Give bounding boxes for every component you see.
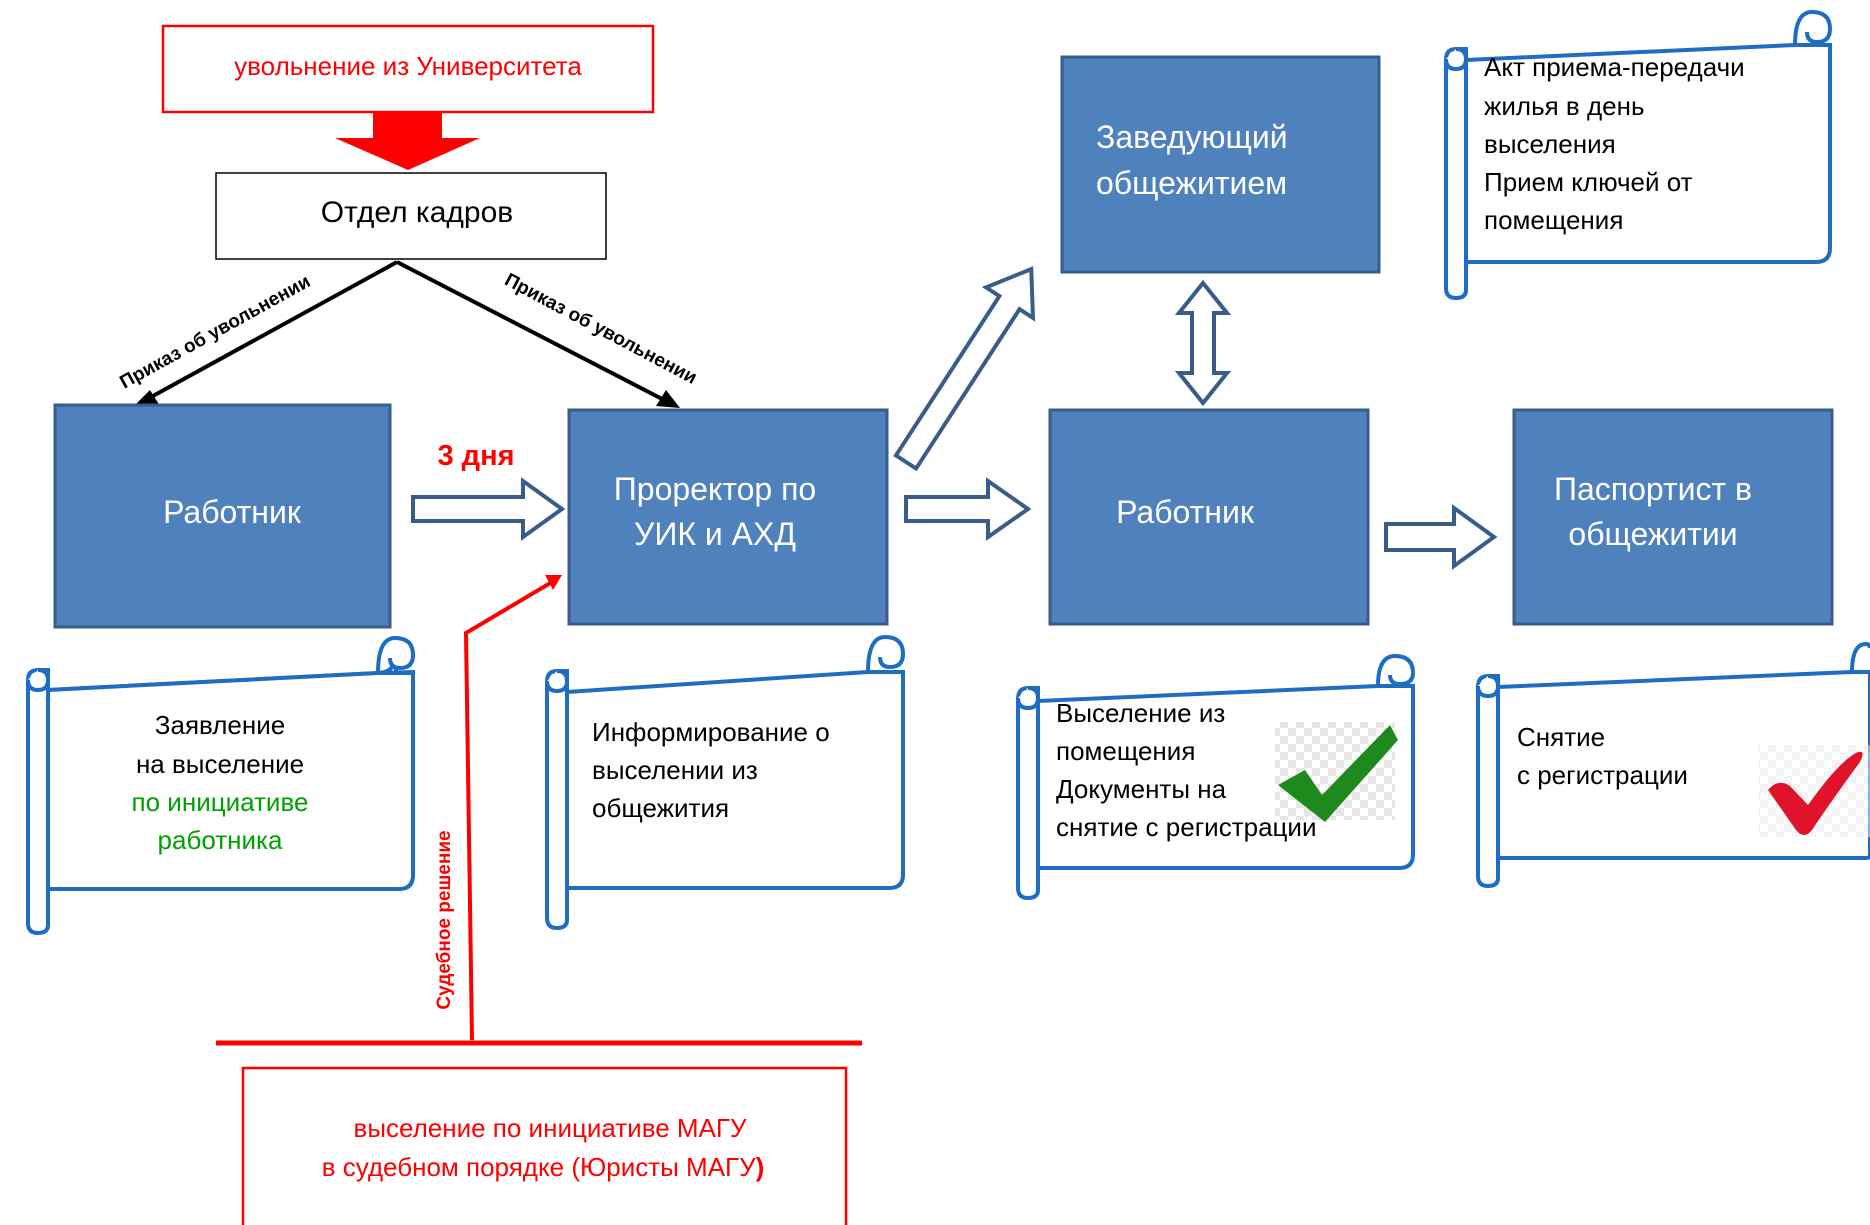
eviction-line4: снятие с регистрации <box>1056 812 1316 842</box>
court-decision-label: Судебное решение <box>434 830 455 1009</box>
prorector-line2: УИК и АХД <box>634 516 796 552</box>
checkmark-green-icon <box>1275 722 1398 822</box>
passport-line1: Паспортист в <box>1554 471 1752 507</box>
deregistration-line2: с регистрации <box>1517 760 1688 790</box>
scroll-informing <box>545 634 906 931</box>
court-line2: в судебном порядке (Юристы МАГУ <box>322 1152 756 1182</box>
act-line4: Прием ключей от <box>1484 167 1693 197</box>
eviction-line2: помещения <box>1056 736 1195 766</box>
dorm-head-line1: Заведующий <box>1096 119 1288 155</box>
act-line1: Акт приема-передачи <box>1484 52 1745 82</box>
court-line1: выселение по инициативе МАГУ <box>354 1113 747 1143</box>
prorector-box: Проректор по УИК и АХД <box>567 408 889 626</box>
double-arrow-icon <box>1174 279 1232 407</box>
eviction-line3: Документы на <box>1056 774 1227 804</box>
application-line4: работника <box>158 825 283 855</box>
dismissal-label: увольнение из Университета <box>234 51 582 81</box>
order-left-label: Приказ об увольнении <box>117 271 315 393</box>
employee-left-label: Работник <box>163 494 302 530</box>
checkmark-red-icon <box>1758 745 1870 837</box>
passport-box: Паспортист в общежитии <box>1512 408 1834 626</box>
act-line3: выселения <box>1484 129 1616 159</box>
court-arrowhead-icon <box>545 575 562 590</box>
three-days-label: 3 дня <box>437 440 514 472</box>
arrow-prorector-to-employee-icon <box>904 477 1032 541</box>
act-line2: жилья в день <box>1484 91 1645 121</box>
arrow-employee-to-prorector-icon <box>411 477 566 541</box>
dorm-head-box: Заведующий общежитием <box>1060 55 1381 274</box>
svg-text:в судебном порядке (Юристы МАГ: в судебном порядке (Юристы МАГУ) <box>322 1152 765 1182</box>
scroll-act <box>1444 9 1833 301</box>
application-line2: на выселение <box>136 749 304 779</box>
red-down-arrow-icon <box>335 112 480 170</box>
application-line1: Заявление <box>155 710 285 740</box>
informing-line1: Информирование о <box>592 717 830 747</box>
scroll-application <box>26 635 416 936</box>
employee-left-box: Работник <box>53 403 392 629</box>
dismissal-box: увольнение из Университета <box>161 24 655 114</box>
arrow-employee-to-passport-icon <box>1384 504 1498 570</box>
court-decision-line <box>463 580 554 1041</box>
employee-right-box: Работник <box>1048 408 1370 626</box>
hr-label: Отдел кадров <box>321 196 513 229</box>
arrowhead-right-icon <box>656 390 680 408</box>
court-line2-end: ) <box>756 1152 765 1182</box>
hr-box: Отдел кадров <box>215 172 607 260</box>
eviction-line1: Выселение из <box>1056 698 1225 728</box>
employee-right-label: Работник <box>1116 494 1255 530</box>
informing-line2: выселении из <box>592 755 758 785</box>
informing-line3: общежития <box>592 793 729 823</box>
arrow-prorector-to-dorm-head-icon <box>893 266 1036 472</box>
application-line3: по инициативе <box>132 787 309 817</box>
act-line5: помещения <box>1484 205 1623 235</box>
dorm-head-line2: общежитием <box>1096 165 1287 201</box>
passport-line2: общежитии <box>1568 516 1737 552</box>
court-box: выселение по инициативе МАГУ в судебном … <box>241 1066 848 1225</box>
deregistration-line1: Снятие <box>1517 722 1605 752</box>
prorector-line1: Проректор по <box>614 471 816 507</box>
